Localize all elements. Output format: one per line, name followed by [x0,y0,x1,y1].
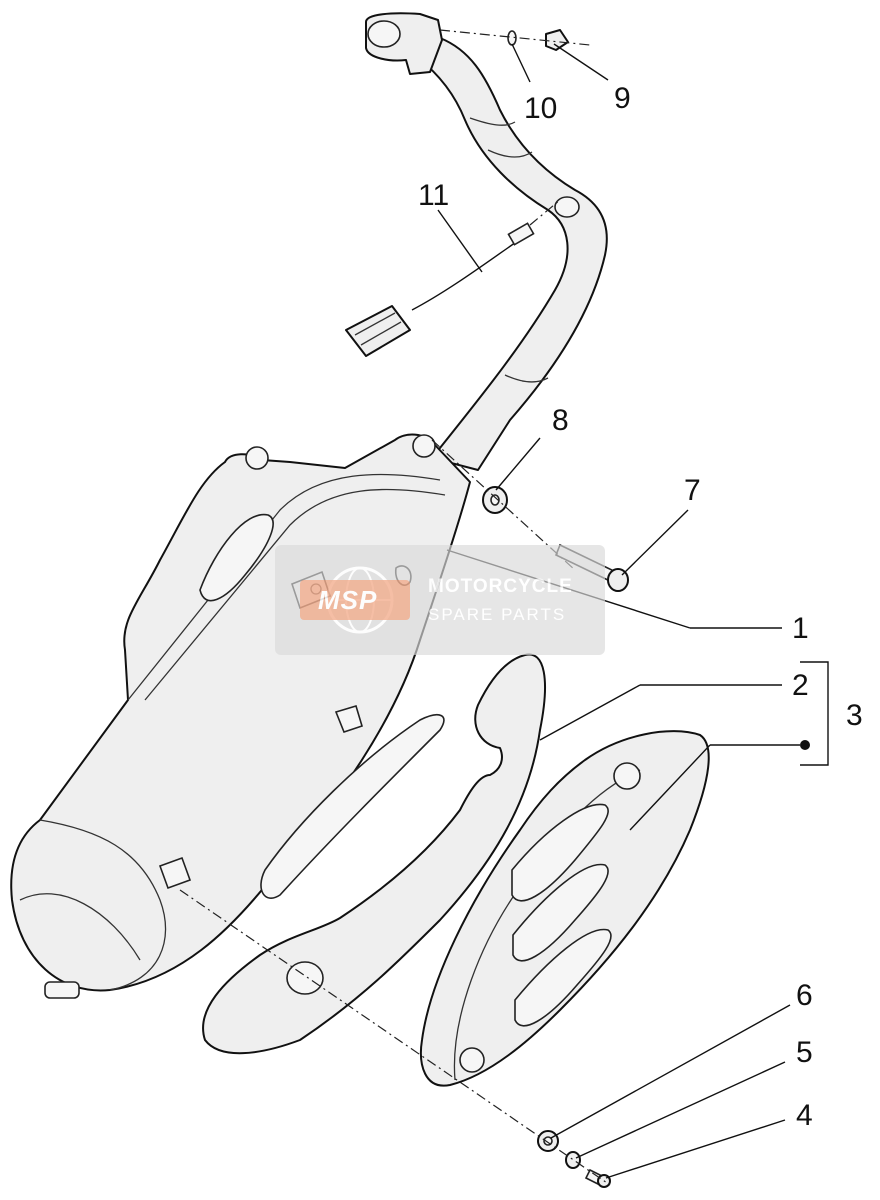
bush-6 [537,1130,559,1152]
callout-9: 9 [614,82,631,115]
washer-5 [565,1151,581,1169]
heat-shield-cover [420,730,710,1087]
callout-5: 5 [796,1036,813,1069]
exhaust-pipe [365,12,608,471]
callouts: 1 2 3 4 5 6 7 8 9 10 11 [418,82,863,1132]
callout-2: 2 [792,669,809,702]
watermark: MSP MOTORCYCLE SPARE PARTS [275,545,605,655]
watermark-line2: SPARE PARTS [428,605,566,624]
callout-4: 4 [796,1099,813,1132]
assembly-dot [800,740,810,750]
watermark-logo-box [300,580,410,620]
callout-7: 7 [684,474,701,507]
callout-10: 10 [524,92,557,125]
heat-shield-gasket [202,653,546,1055]
watermark-logo: MSP [318,585,377,615]
flange-nut-9 [545,29,569,51]
watermark-line1: MOTORCYCLE [428,576,573,597]
callout-3: 3 [846,699,863,732]
callout-11: 11 [418,179,449,212]
callout-6: 6 [796,979,813,1012]
callout-8: 8 [552,404,569,437]
oxygen-sensor [345,222,535,357]
callout-1: 1 [792,612,809,645]
watermark-badge [275,545,605,655]
washer-8 [482,486,508,514]
